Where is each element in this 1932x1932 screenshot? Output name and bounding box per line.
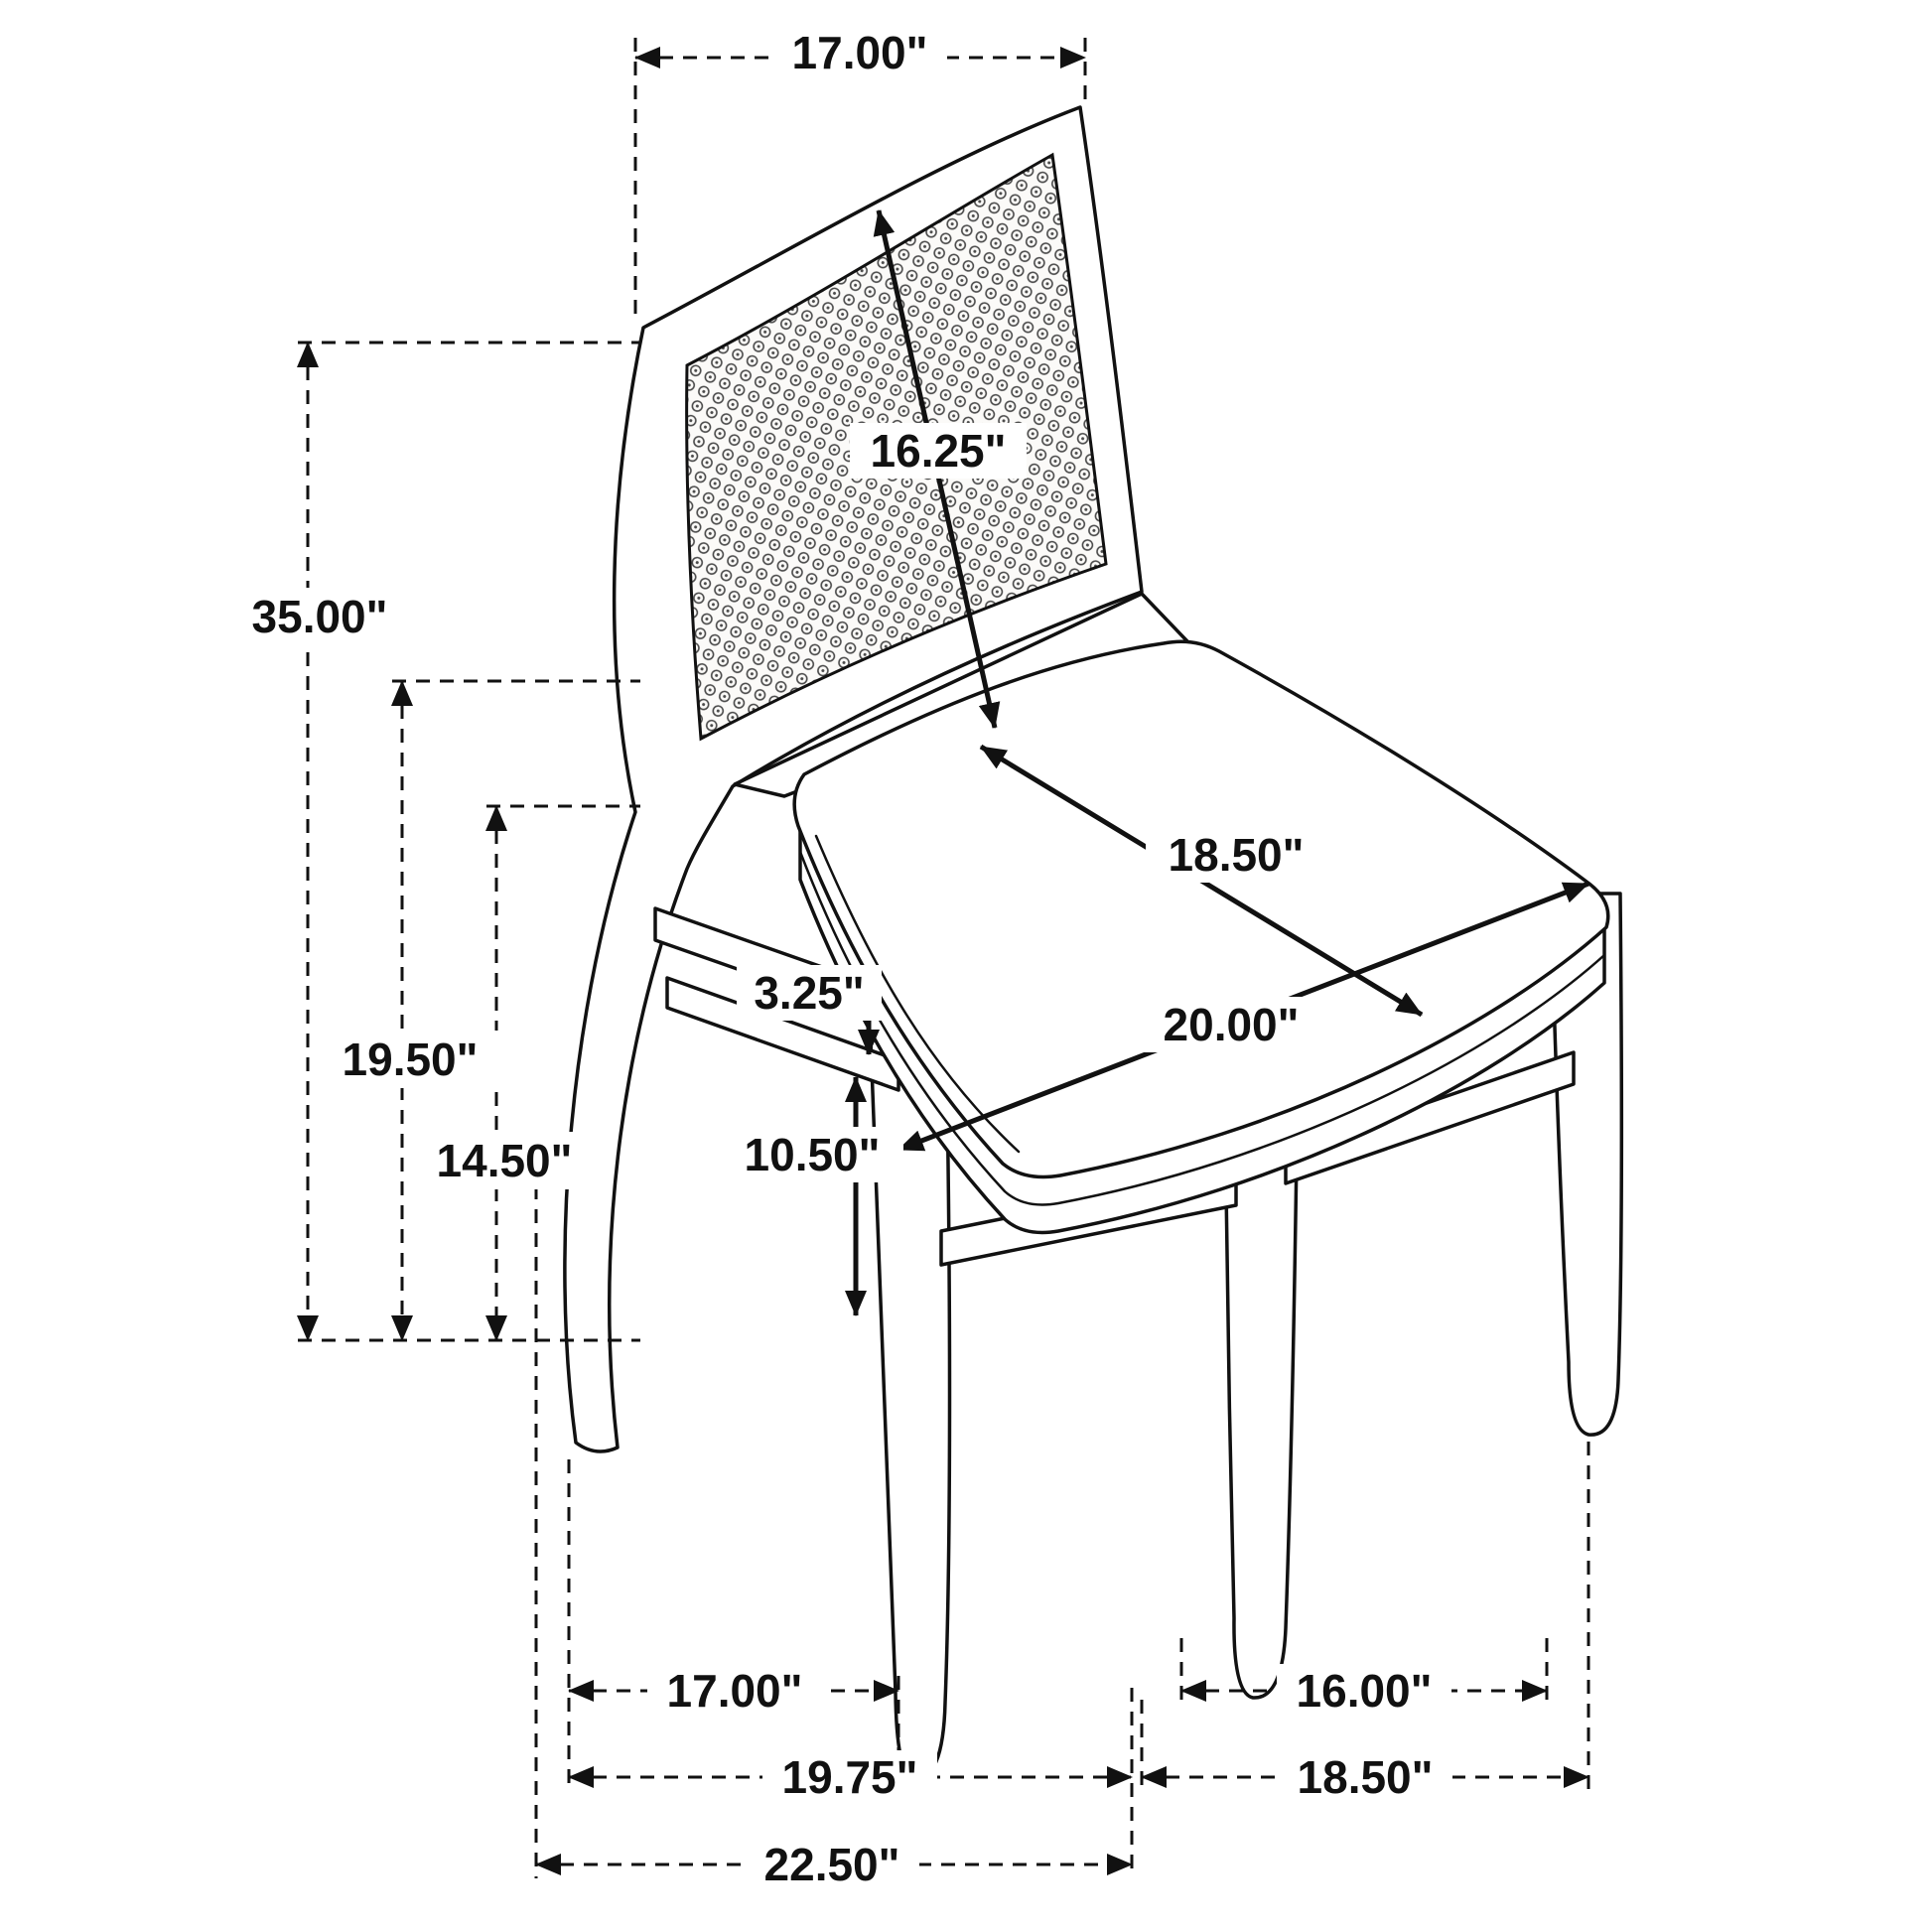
label-bg [320, 1031, 500, 1088]
dim-label-side-leg-spacing: 16.00" [1297, 1665, 1433, 1717]
dim-label-overall-height: 35.00" [252, 591, 388, 642]
dim-label-back-post-height: 19.50" [343, 1034, 479, 1085]
label-bg [228, 588, 411, 645]
label-bg [1278, 1750, 1452, 1804]
dim-label-seat-depth: 18.50" [1169, 829, 1305, 881]
dim-label-front-leg-spacing: 17.00" [667, 1665, 803, 1717]
dim-label-stretcher-gap: 3.25" [754, 967, 864, 1019]
dimension-labels: 17.00" 16.25" 35.00" 19.50" 14.50" 18.50… [228, 26, 1452, 1891]
dim-label-footprint-depth: 18.50" [1298, 1751, 1434, 1803]
chair-drawing [563, 105, 1624, 1781]
label-bg [745, 1838, 919, 1891]
label-bg [413, 1132, 596, 1189]
label-bg [721, 1127, 903, 1182]
dim-label-top-width: 17.00" [792, 27, 928, 78]
label-bg [762, 1750, 937, 1804]
dim-label-overall-width: 22.50" [764, 1839, 900, 1890]
dim-label-seat-height: 14.50" [437, 1135, 573, 1186]
label-bg [1146, 827, 1326, 883]
label-bg [772, 26, 947, 79]
dim-label-back-height: 16.25" [871, 425, 1007, 477]
label-bg [850, 423, 1027, 479]
dim-label-footprint-width: 19.75" [782, 1751, 918, 1803]
label-bg [1277, 1664, 1451, 1718]
label-bg [737, 965, 882, 1021]
dim-label-seat-width: 20.00" [1164, 999, 1300, 1050]
dim-label-leg-clearance: 10.50" [745, 1129, 881, 1180]
label-bg [647, 1664, 822, 1718]
label-bg [1140, 997, 1322, 1052]
